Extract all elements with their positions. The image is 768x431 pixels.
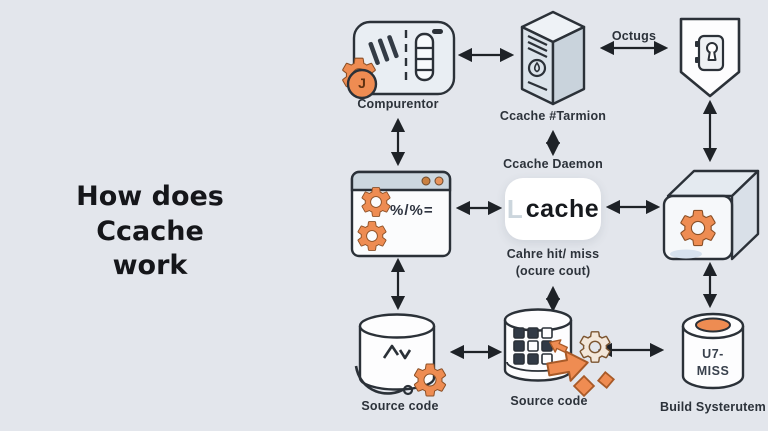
cache-logo-icon: L xyxy=(506,193,523,224)
percent-symbols: %/%= xyxy=(390,202,434,219)
build-can-node: U7- MISS xyxy=(678,308,748,402)
compiler-window-node: %/%= xyxy=(350,170,452,258)
page-title: How does Ccache work xyxy=(18,180,282,284)
compiler-card-icon xyxy=(341,20,456,100)
source-blocks-node xyxy=(500,306,622,400)
compiler-node: J xyxy=(336,18,458,102)
can-icon xyxy=(681,312,745,390)
compiler-label: Compurentor xyxy=(357,97,439,111)
page-title-line1: How does Ccache xyxy=(76,181,224,247)
server-node xyxy=(520,10,586,106)
orange-arrow-icon xyxy=(546,350,589,382)
outline-gear-icon xyxy=(579,331,611,363)
diamond-icon xyxy=(596,370,616,390)
page-title-line2: work xyxy=(112,250,188,282)
diamond-icon xyxy=(572,374,596,398)
can-text-line2: MISS xyxy=(696,364,730,378)
source-db-node xyxy=(352,308,452,402)
cache-name: cache xyxy=(525,194,600,223)
code-chevrons-icon xyxy=(382,344,412,360)
safe-lock-icon xyxy=(695,34,725,72)
cube-icon xyxy=(662,169,760,261)
shield-icon xyxy=(679,17,741,98)
hit-miss-label-line2: (ocure cout) xyxy=(515,264,591,278)
source-blocks-label: Source code xyxy=(510,394,588,408)
server-label: Ccache #Tarmion xyxy=(499,109,607,123)
octugs-label: Octugs xyxy=(611,29,657,43)
source-db-label: Source code xyxy=(361,399,439,413)
cube-node xyxy=(660,166,762,262)
daemon-label: Ccache Daemon xyxy=(503,157,603,171)
server-tower-icon xyxy=(520,10,586,106)
hit-miss-label-line1: Cahre hit/ miss xyxy=(506,247,600,261)
build-system-label: Build Systerutem xyxy=(659,400,766,414)
orange-arrow-icon xyxy=(549,339,568,353)
database-cylinder-icon xyxy=(354,313,447,397)
can-text-line1: U7- xyxy=(702,347,724,361)
swoosh-icon xyxy=(354,365,414,396)
cache-box: L cache xyxy=(505,178,601,240)
shield-node xyxy=(678,16,742,100)
blocks-cylinder-icon xyxy=(503,308,616,398)
compiler-badge: J xyxy=(358,75,366,91)
code-window-icon xyxy=(350,170,452,258)
